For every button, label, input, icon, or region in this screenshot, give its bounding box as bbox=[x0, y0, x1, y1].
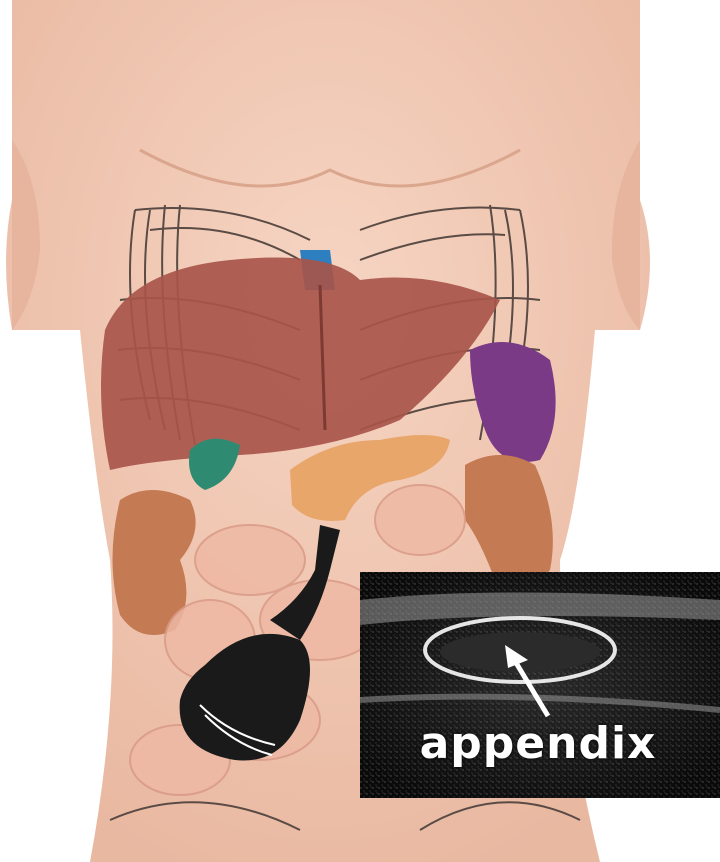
appendix-label: appendix bbox=[388, 718, 688, 769]
